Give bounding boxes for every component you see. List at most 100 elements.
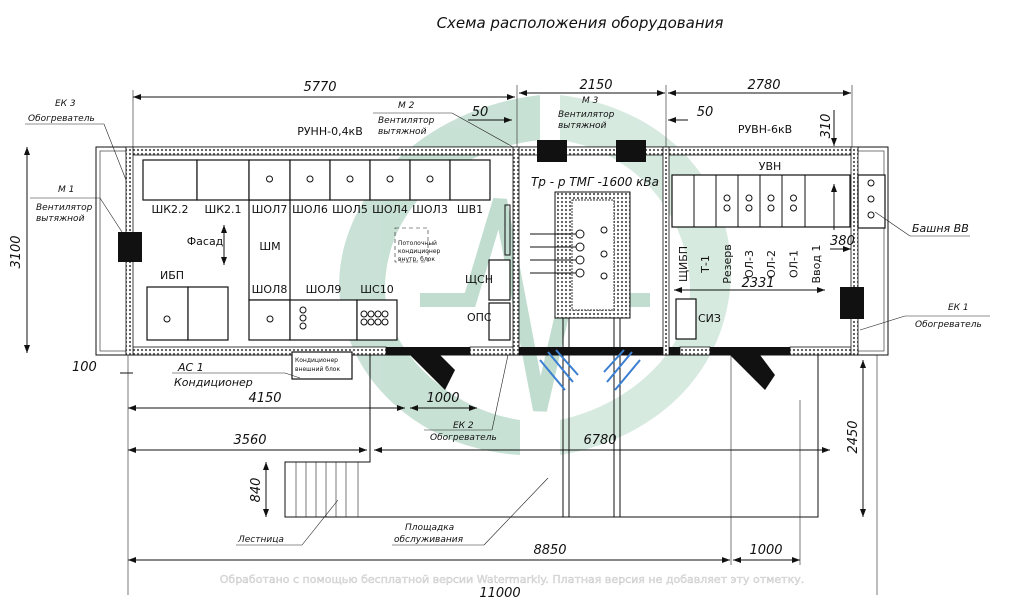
- panel-ops: [488, 302, 511, 341]
- callout-ek3-code: ЕК 3: [55, 99, 76, 109]
- dim-2150: 2150: [579, 78, 612, 93]
- cabinet: [329, 159, 371, 201]
- hv-cell-indicator: [790, 204, 797, 212]
- cabinet: [142, 159, 198, 201]
- cabinet-indicator: [381, 310, 389, 318]
- dim-6780: 6780: [583, 433, 616, 448]
- cabinet-indicator: [299, 322, 307, 330]
- cabinet: [356, 299, 398, 341]
- dim-840: 840: [249, 478, 264, 503]
- ups-label: ИБП: [160, 269, 184, 282]
- cabinet: [248, 159, 291, 201]
- hv-cell-indicator: [790, 194, 797, 202]
- callout-m2-name-2: вытяжной: [378, 127, 427, 137]
- callout-ek3-name: Обогреватель: [28, 114, 95, 124]
- hv-switchgear-frame: [671, 174, 851, 228]
- cabinet-indicator: [374, 310, 382, 318]
- dim-1000-door: 1000: [426, 391, 459, 406]
- dim-50-hv: 50: [697, 105, 714, 120]
- callouts: ЕК 3 Обогреватель М 1 Вентилятор вытяжно…: [25, 96, 990, 546]
- fan-m1: [118, 232, 142, 262]
- dim-50-lv: 50: [472, 105, 489, 120]
- callout-m3-name-1: Вентилятор: [558, 110, 615, 120]
- dim-8850: 8850: [533, 543, 566, 558]
- dim-3100: 3100: [9, 235, 24, 268]
- hv-cell-label: Т-1: [699, 255, 712, 274]
- ceiling-ac-label-2: кондиционер: [398, 248, 441, 255]
- dim-4150: 4150: [248, 391, 281, 406]
- fan-m3a: [537, 140, 567, 162]
- cabinet-indicator: [386, 175, 394, 183]
- callout-platform-1: Площадка: [405, 523, 454, 533]
- hv-switchgear-label: УВН: [759, 160, 782, 173]
- callout-ac1-name: Кондиционер: [174, 376, 253, 389]
- heater-ek1: [840, 287, 864, 319]
- cabinet: [289, 299, 358, 341]
- cabinet-label: ШОЛ5: [332, 203, 368, 216]
- cabinet-indicator: [266, 315, 274, 323]
- fan-m3b: [616, 140, 646, 162]
- ceiling-ac-label-1: Потолочный: [398, 240, 437, 247]
- hv-cell-label: Резерв: [721, 244, 734, 283]
- cabinet-label: ШОЛ7: [252, 203, 288, 216]
- service-platform: [284, 355, 819, 518]
- dim-2450: 2450: [846, 420, 861, 453]
- cabinet-indicator: [299, 306, 307, 314]
- callout-m3-code: М 3: [582, 96, 599, 106]
- cabinet-label: ШОЛ3: [412, 203, 448, 216]
- callout-m1-name-2: вытяжной: [36, 214, 85, 224]
- callout-ek2-code: ЕК 2: [453, 421, 474, 431]
- room-label-lv: РУНН-0,4кВ: [297, 125, 363, 138]
- cabinet-indicator: [381, 318, 389, 326]
- ops-label: ОПС: [467, 311, 492, 324]
- dim-2780: 2780: [747, 78, 780, 93]
- cabinet-indicator: [360, 310, 368, 318]
- hv-cell-label: ЩИБП: [677, 246, 690, 282]
- hv-cell-label: ОЛ-3: [743, 250, 756, 278]
- callout-ek1-name: Обогреватель: [915, 320, 982, 330]
- hv-cell-label: Ввод 1: [810, 245, 823, 284]
- hv-cell-indicator: [723, 204, 731, 212]
- cabinet-label: ШК2.2: [151, 203, 188, 216]
- dim-310: 310: [819, 114, 834, 139]
- ceiling-ac-unit: [394, 227, 429, 263]
- cabinet-indicator: [346, 175, 354, 183]
- drawing-title: Схема расположения оборудования: [437, 14, 724, 32]
- dimension-lines: 5770 2150 2780 50 50 310 380 2331 3100 1…: [9, 78, 878, 601]
- callout-m1-name-1: Вентилятор: [36, 203, 93, 213]
- watermark-text: Обработано с помощью бесплатной версии W…: [220, 573, 805, 586]
- callout-stairs: Лестница: [237, 535, 284, 545]
- heater-ek2: [410, 355, 455, 390]
- tower-label: Башня ВВ: [912, 222, 969, 235]
- dim-100: 100: [72, 360, 97, 375]
- cabinet: [248, 299, 291, 341]
- cabinet-label: ШОЛ9: [306, 283, 342, 296]
- cabinet: [409, 159, 451, 201]
- cabinet-label: ШС10: [360, 283, 393, 296]
- cabinet: [289, 159, 331, 201]
- cabinet-indicator: [360, 318, 368, 326]
- cabinet-label: ШОЛ4: [372, 203, 408, 216]
- cabinet-indicator: [299, 314, 307, 322]
- cabinet-indicator: [367, 310, 375, 318]
- transformer: [530, 191, 631, 319]
- heater-hv-door: [730, 355, 775, 390]
- hv-cell-indicator: [745, 204, 753, 212]
- cabinet-indicator: [374, 318, 382, 326]
- callout-m1-code: М 1: [58, 185, 74, 195]
- cabinet-indicator: [367, 318, 375, 326]
- ac-outdoor-label-2: внешний блок: [295, 366, 340, 373]
- callout-platform-2: обслуживания: [394, 535, 464, 545]
- callout-ac1-code: АС 1: [177, 361, 204, 374]
- cabinet-label: ШОЛ6: [292, 203, 328, 216]
- dim-11000: 11000: [479, 586, 520, 601]
- transformer-label: Тр - р ТМГ -1600 кВа: [531, 175, 659, 189]
- cabinet-label: ШМ: [259, 240, 280, 253]
- ups-cabinet: [146, 286, 229, 341]
- dim-3560: 3560: [233, 433, 266, 448]
- cabinet-label: ШВ1: [457, 203, 483, 216]
